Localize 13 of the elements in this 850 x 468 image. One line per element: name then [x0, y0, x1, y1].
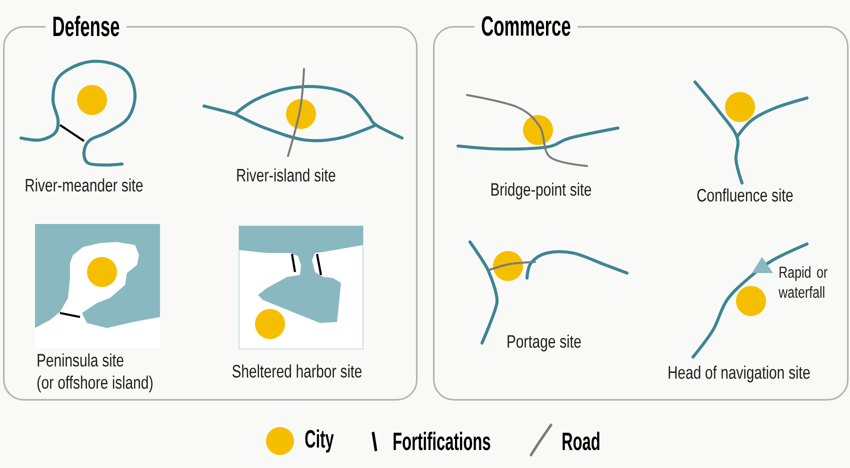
site-label: Sheltered harbor site	[232, 364, 362, 378]
legend-label: Road	[562, 432, 600, 450]
site-label: River-island site	[237, 168, 336, 182]
site-label: (or offshore island)	[37, 376, 152, 392]
site-label: River-meander site	[26, 178, 143, 192]
site-label: Portage site	[508, 334, 581, 352]
legend-label: Fortifications	[394, 432, 490, 450]
site-label: Head of navigation site	[668, 366, 810, 382]
callout-text: Rapid or waterfall	[778, 266, 828, 298]
site-label: Peninsula site	[38, 353, 124, 367]
site-label: Bridge-point site	[491, 182, 592, 200]
site-label: Confluence site	[697, 188, 793, 202]
legend-label: City	[305, 429, 334, 453]
